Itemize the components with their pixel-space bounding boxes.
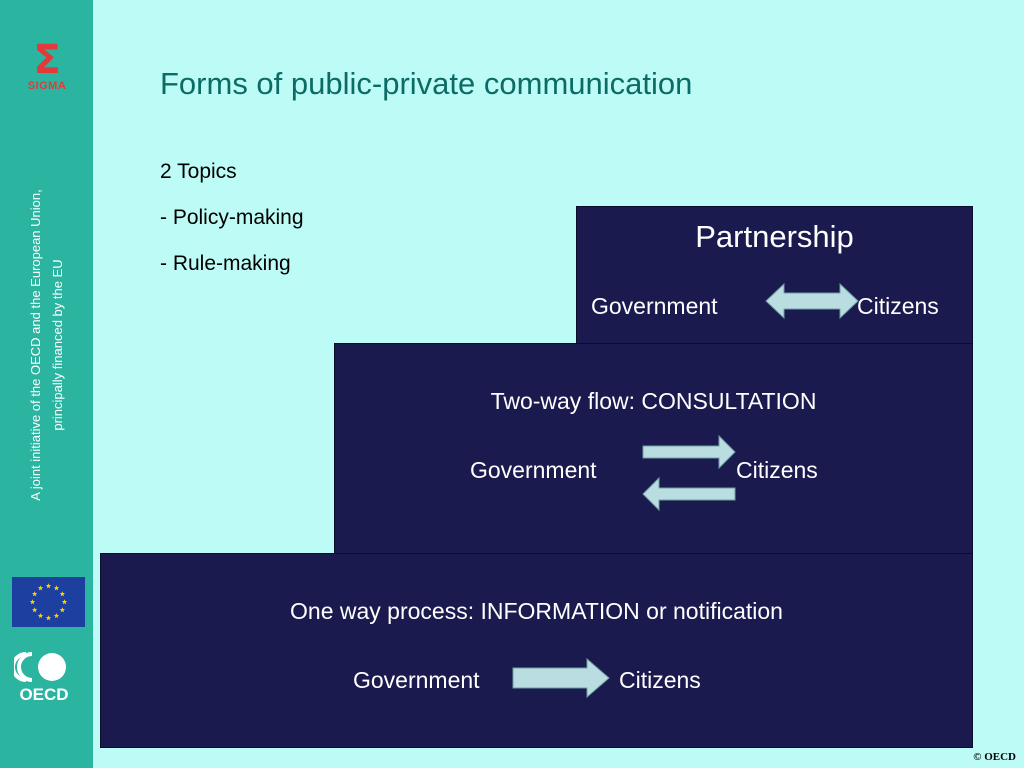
sigma-icon: Σ (33, 37, 61, 83)
eu-star-icon (31, 607, 38, 613)
partnership-box: Partnership Government Citizens (576, 206, 973, 345)
eu-star-icon (53, 585, 60, 591)
eu-star-icon (59, 591, 66, 597)
information-government-label: Government (353, 667, 480, 693)
topics-heading: 2 Topics (160, 160, 237, 183)
eu-star-icon (37, 613, 44, 619)
topic-item: - Policy-making (160, 206, 304, 229)
eu-flag-icon (12, 577, 85, 627)
copyright-text: © OECD (973, 751, 1016, 763)
topics-list: 2 Topics - Policy-making - Rule-making (160, 158, 304, 296)
eu-star-icon (45, 583, 52, 589)
eu-star-icon (45, 615, 52, 621)
two-way-arrows-icon (642, 434, 736, 512)
eu-star-icon (61, 599, 68, 605)
eu-star-icon (31, 591, 38, 597)
consultation-heading: Two-way flow: CONSULTATION (490, 388, 817, 414)
sidebar-credit-line-2: principally financed by the EU (50, 259, 65, 431)
topic-item: - Rule-making (160, 252, 291, 275)
information-heading: One way process: INFORMATION or notifica… (290, 598, 783, 624)
partnership-heading: Partnership (695, 219, 854, 254)
sigma-logo: Σ SIGMA (22, 40, 72, 92)
partnership-citizens-label: Citizens (857, 293, 939, 319)
oecd-logo: OECD (14, 652, 69, 703)
consultation-citizens-label: Citizens (736, 457, 818, 483)
sigma-logo-text: SIGMA (27, 80, 67, 92)
double-headed-arrow-icon (765, 282, 859, 320)
sidebar-credit-line-1: A joint initiative of the OECD and the E… (28, 189, 43, 501)
information-box: One way process: INFORMATION or notifica… (100, 553, 973, 748)
consultation-government-label: Government (470, 457, 597, 483)
consultation-box: Two-way flow: CONSULTATION Government Ci… (334, 343, 973, 555)
eu-star-icon (29, 599, 36, 605)
sidebar-credit: A joint initiative of the OECD and the E… (25, 165, 69, 525)
eu-star-icon (53, 613, 60, 619)
right-arrow-icon (512, 658, 610, 698)
eu-star-icon (59, 607, 66, 613)
eu-star-icon (37, 585, 44, 591)
information-citizens-label: Citizens (619, 667, 701, 693)
sidebar: Σ SIGMA A joint initiative of the OECD a… (0, 0, 93, 768)
partnership-government-label: Government (591, 293, 718, 319)
page-title: Forms of public-private communication (160, 66, 693, 101)
oecd-logo-text: OECD (19, 685, 68, 703)
